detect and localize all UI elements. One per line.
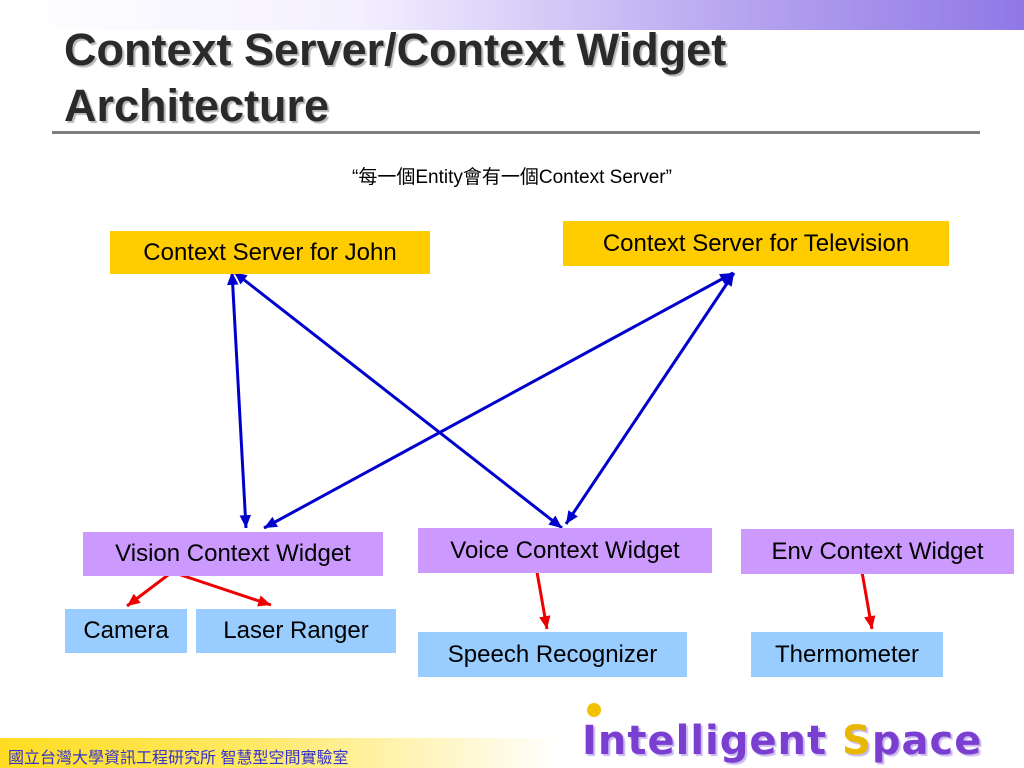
arrow-vision-to-camera (126, 570, 173, 608)
slide-title-line-2: Architecture (64, 80, 330, 131)
server-label-television: Context Server for Television (602, 230, 910, 257)
logo-word-1-rest: ntelligent (597, 718, 828, 764)
sensor-label-camera: Camera (83, 617, 169, 644)
sensor-box-laser-ranger: Laser Ranger (196, 609, 396, 653)
arrow-voice-to-speech (535, 571, 551, 630)
widget-label-voice: Voice Context Widget (450, 537, 680, 564)
arrow-john-to-voice (233, 270, 563, 530)
arrow-john-to-vision (226, 271, 252, 529)
footer-band (0, 738, 560, 768)
widget-box-voice: Voice Context Widget (418, 528, 712, 573)
sensor-box-thermometer: Thermometer (751, 632, 943, 677)
widget-box-env: Env Context Widget (741, 529, 1014, 574)
sensor-box-camera: Camera (65, 609, 187, 653)
arrow-tv-to-vision (263, 271, 734, 530)
logo-word-2-rest: pace (871, 718, 983, 764)
sensor-label-speech-recognizer: Speech Recognizer (447, 641, 658, 668)
slide-subtitle: “每一個Entity會有一個Context Server” (352, 167, 672, 188)
slide-title: Context Server/Context Widget Architectu… (64, 22, 964, 134)
footer-institution: 國立台灣大學資訊工程研究所 智慧型空間實驗室 (8, 750, 349, 767)
widget-box-vision: Vision Context Widget (83, 532, 383, 576)
sensor-box-speech-recognizer: Speech Recognizer (418, 632, 687, 677)
server-box-television: Context Server for Television (563, 221, 949, 266)
logo-dot-icon (587, 703, 601, 717)
arrow-tv-to-voice (564, 272, 736, 525)
server-label-john: Context Server for John (143, 239, 397, 266)
sensor-label-thermometer: Thermometer (774, 641, 920, 668)
sensor-label-laser-ranger: Laser Ranger (223, 617, 369, 644)
intelligent-space-logo: Intelligent Space (582, 714, 982, 768)
arrow-env-to-thermo (860, 571, 876, 630)
arrow-vision-to-laser (171, 570, 272, 607)
top-gradient-bar (0, 0, 1024, 30)
slide-title-line-1: Context Server/Context Widget (64, 24, 727, 75)
widget-label-vision: Vision Context Widget (115, 540, 351, 567)
widget-label-env: Env Context Widget (771, 538, 984, 565)
logo-initial-s: S (842, 718, 872, 764)
server-box-john: Context Server for John (110, 231, 430, 274)
title-divider (52, 131, 980, 134)
logo-initial-i: I (582, 718, 598, 764)
